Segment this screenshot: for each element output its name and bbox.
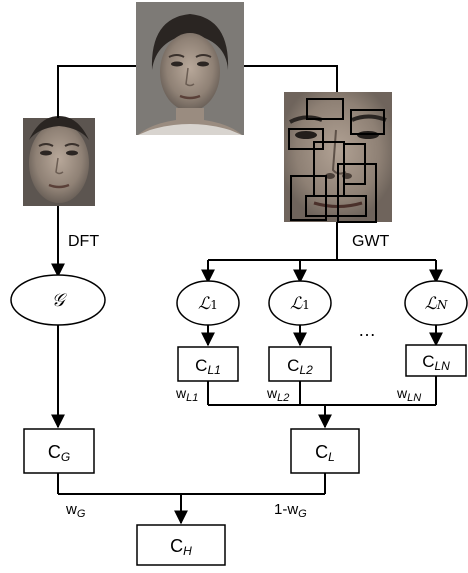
local-feature-node-2: ℒ1 [269,281,331,325]
weight-global: wG [65,501,86,520]
classifier-l1-sub: L1 [207,363,220,377]
weight-ln: wLN [396,385,421,404]
classifier-l1-base: C [195,356,207,375]
local-node-n-base: ℒ [425,294,438,314]
classifier-local-base: C [315,442,328,462]
weight-l2-sub: L2 [277,392,289,404]
weight-ln-sub: LN [407,392,421,404]
classifier-ln-sub: LN [434,359,450,373]
weight-l2: wL2 [266,385,289,404]
classifier-box-l1: CL1 [178,347,238,381]
classifier-box-global: CG [24,429,94,473]
weight-local-total: 1-wG [274,501,307,520]
weight-global-base: w [65,501,77,518]
weight-l1-sub: L1 [186,392,198,404]
face-photo-main [136,2,244,135]
classifier-hybrid-base: C [170,536,183,556]
classifier-hybrid-sub: H [183,544,192,558]
global-feature-node: 𝒢 [11,275,105,325]
ellipsis: … [358,320,376,340]
classifier-box-hybrid: CH [137,525,225,565]
classifier-global-base: C [48,442,61,462]
weight-local-total-base: 1-w [274,501,298,518]
weight-local-total-sub: G [298,508,307,520]
weight-global-sub: G [77,508,86,520]
classifier-ln-base: C [422,352,434,371]
local-feature-node-1: ℒ1 [177,281,239,325]
local-node-1-base: ℒ [198,294,211,314]
classifier-local-sub: L [328,450,335,464]
local-node-2-sub: 1 [302,298,310,312]
weight-l1: wL1 [175,385,198,404]
classifier-l2-base: C [287,356,299,375]
local-node-n-sub: N [436,298,448,312]
classifier-box-ln: CLN [406,345,466,376]
classifier-l2-sub: L2 [299,363,313,377]
classifier-box-l2: CL2 [269,347,331,381]
dft-label: DFT [68,233,99,250]
face-photo-left [23,116,95,206]
classifier-global-sub: G [61,450,70,464]
face-photo-right [284,92,392,222]
local-node-1-sub: 1 [210,298,218,312]
local-feature-node-n: ℒN [405,281,467,325]
gwt-label: GWT [352,233,390,250]
local-node-2-base: ℒ [290,294,303,314]
classifier-box-local-combined: CL [291,429,359,473]
